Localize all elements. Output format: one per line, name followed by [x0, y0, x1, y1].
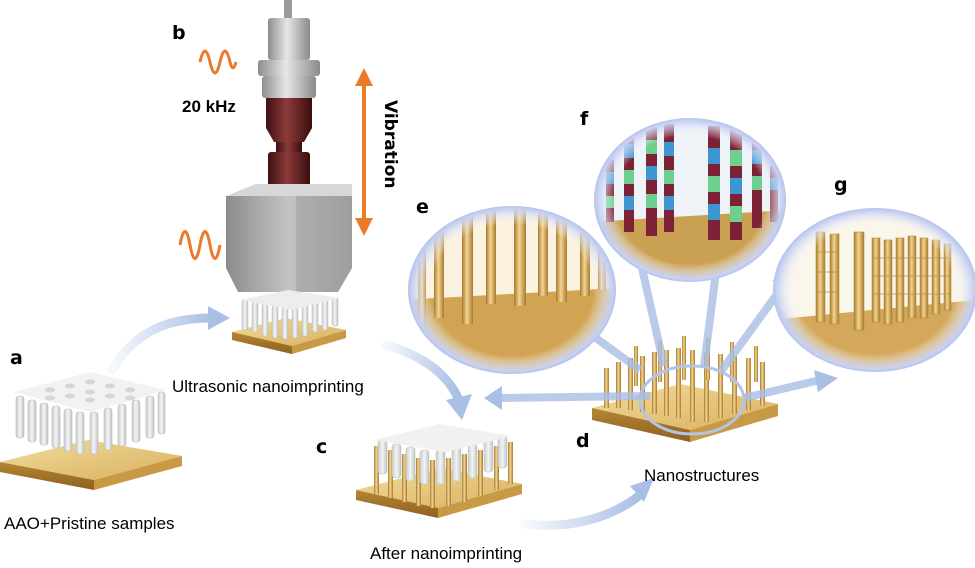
- imprinted-sample-illustration: [356, 424, 522, 518]
- panel-label-a: a: [10, 347, 23, 369]
- caption-after: After nanoimprinting: [370, 544, 523, 563]
- magnified-view-f: [594, 118, 786, 282]
- arrow-a-to-b: [107, 313, 217, 375]
- caption-pristine: AAO+Pristine samples: [4, 514, 175, 533]
- wave-icon-top: [198, 49, 238, 75]
- caption-nano: Nanostructures: [644, 466, 760, 485]
- arrow-c-to-d-head: [630, 478, 654, 502]
- magnified-view-g: [773, 208, 975, 372]
- magnified-view-e: [408, 206, 616, 374]
- arrow-b-to-c-head: [446, 394, 472, 420]
- panel-label-d: d: [576, 430, 590, 452]
- panel-label-b: b: [172, 22, 186, 44]
- pristine-sample-illustration: [0, 372, 182, 490]
- panel-label-c: c: [316, 436, 328, 458]
- panel-label-f: f: [580, 108, 589, 130]
- arrow-a-to-b-head: [208, 306, 230, 330]
- vibration-double-arrow: [355, 68, 373, 236]
- wave-icon-side: [178, 230, 222, 260]
- frequency-label: 20 kHz: [182, 97, 236, 116]
- arrow-b-to-c: [381, 340, 463, 403]
- vibration-label: Vibration: [380, 100, 400, 189]
- panel-label-g: g: [834, 174, 848, 196]
- ultrasonic-horn: [226, 0, 352, 292]
- ultrasonic-sample-illustration: [232, 290, 346, 354]
- caption-ultrasonic: Ultrasonic nanoimprinting: [172, 377, 364, 396]
- arrow-c-to-d: [519, 490, 645, 530]
- panel-label-e: e: [416, 196, 429, 218]
- aao-template: [14, 372, 166, 455]
